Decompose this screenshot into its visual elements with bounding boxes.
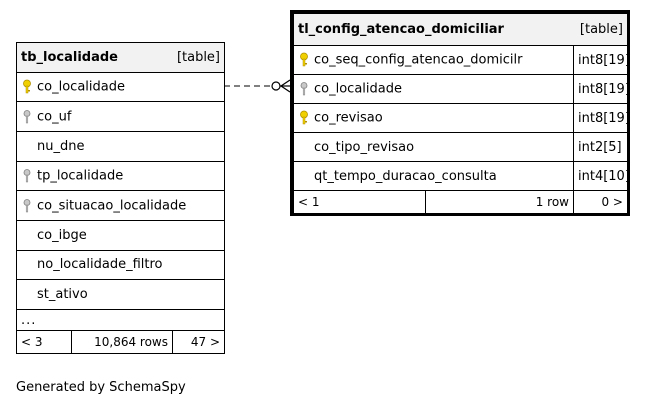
- column-row[interactable]: co_tipo_revisao: [293, 132, 574, 162]
- column-name: qt_tempo_duracao_consulta: [314, 168, 497, 184]
- table-tb-localidade[interactable]: tb_localidade [table] co_localidade co_u…: [15, 42, 226, 354]
- column-name: co_situacao_localidade: [37, 198, 187, 214]
- column-name: co_ibge: [37, 227, 87, 243]
- column-row[interactable]: co_uf: [15, 101, 226, 132]
- table-name: tb_localidade: [21, 49, 118, 65]
- table-type-label: [table]: [176, 49, 221, 65]
- column-name: tp_localidade: [37, 168, 124, 184]
- column-name: co_seq_config_atencao_domicilr: [314, 52, 523, 68]
- row-count: 10,864 rows: [71, 330, 173, 354]
- foreign-key-icon: [21, 168, 37, 184]
- column-name: st_ativo: [37, 287, 88, 303]
- table-header[interactable]: tb_localidade [table]: [15, 42, 226, 73]
- column-name: co_uf: [37, 109, 72, 125]
- row-count: 1 row: [425, 190, 574, 214]
- table-name: tl_config_atencao_domiciliar: [298, 22, 504, 37]
- table-tl-config-atencao-domiciliar[interactable]: tl_config_atencao_domiciliar [table] co_…: [290, 10, 630, 216]
- column-row[interactable]: co_localidade: [15, 71, 226, 103]
- parents-link[interactable]: < 1: [293, 190, 426, 214]
- primary-key-icon: [298, 110, 314, 126]
- column-type: int2[5]: [573, 132, 628, 162]
- children-link[interactable]: 0 >: [573, 190, 628, 214]
- more-columns-ellipsis: ...: [15, 308, 226, 332]
- column-row[interactable]: co_ibge: [15, 219, 226, 251]
- column-row[interactable]: co_localidade: [293, 74, 574, 104]
- column-name: no_localidade_filtro: [37, 257, 163, 273]
- column-type: int4[10]: [573, 161, 628, 191]
- column-name: nu_dne: [37, 138, 85, 154]
- primary-key-icon: [298, 52, 314, 68]
- column-type: int8[19]: [573, 103, 628, 133]
- column-row[interactable]: co_seq_config_atencao_domicilr: [293, 45, 574, 75]
- foreign-key-icon: [298, 81, 314, 97]
- column-row[interactable]: tp_localidade: [15, 160, 226, 192]
- column-name: co_localidade: [37, 79, 125, 95]
- generated-by-text: Generated by SchemaSpy: [16, 380, 186, 395]
- column-row[interactable]: co_situacao_localidade: [15, 190, 226, 221]
- column-name: co_revisao: [314, 110, 383, 126]
- table-type-label: [table]: [579, 22, 623, 37]
- foreign-key-icon: [21, 198, 37, 214]
- children-link[interactable]: 47 >: [171, 330, 226, 354]
- column-row[interactable]: co_revisao: [293, 103, 574, 133]
- column-row[interactable]: qt_tempo_duracao_consulta: [293, 161, 574, 191]
- column-name: co_tipo_revisao: [314, 139, 415, 155]
- parents-link[interactable]: < 3: [16, 330, 72, 354]
- foreign-key-icon: [21, 109, 37, 125]
- primary-key-icon: [21, 79, 37, 95]
- column-type: int8[19]: [573, 45, 628, 75]
- table-header[interactable]: tl_config_atencao_domiciliar [table]: [293, 13, 628, 46]
- column-row[interactable]: nu_dne: [15, 130, 226, 162]
- column-type: int8[19]: [573, 74, 628, 104]
- column-name: co_localidade: [314, 81, 402, 97]
- column-row[interactable]: no_localidade_filtro: [15, 249, 226, 281]
- column-row[interactable]: st_ativo: [15, 279, 226, 310]
